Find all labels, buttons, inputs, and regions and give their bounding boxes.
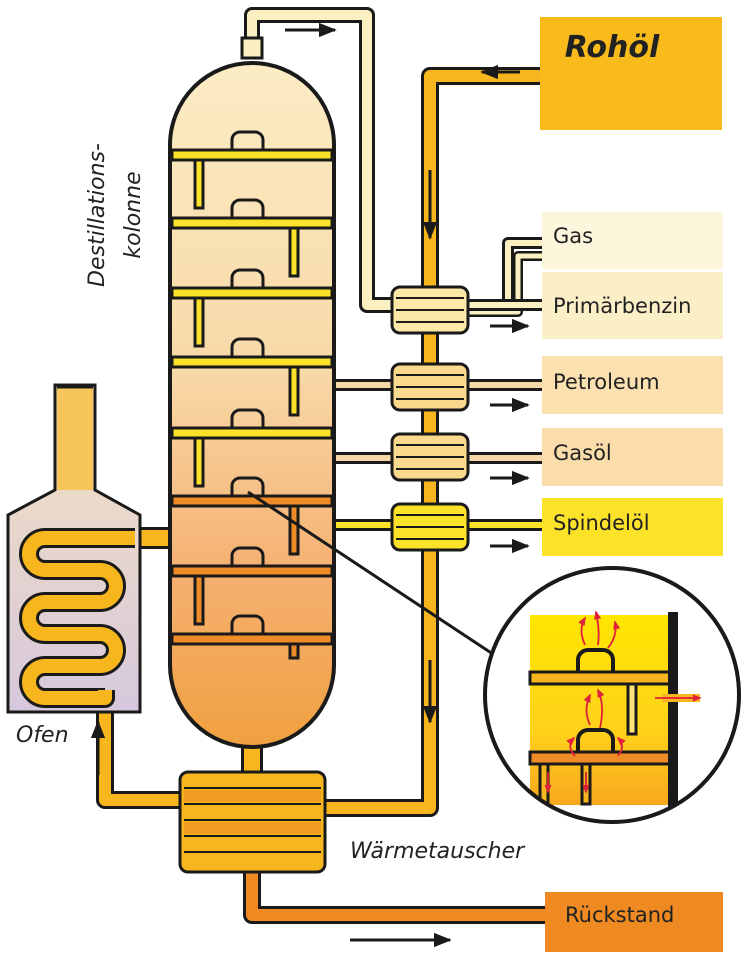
residue-box: Rückstand bbox=[545, 892, 723, 952]
product-boxes: Gas Primärbenzin Petroleum Gasöl Spindel… bbox=[542, 212, 723, 556]
heat-exchanger-label: Wärmetauscher bbox=[350, 839, 526, 864]
column-label: Destillations- kolonne bbox=[85, 143, 146, 287]
flow-arrows bbox=[90, 22, 530, 948]
downcomers bbox=[193, 158, 300, 660]
product-box-gasoel bbox=[542, 428, 723, 486]
detail-pointer bbox=[247, 490, 521, 674]
crude-oil-box: Rohöl bbox=[540, 17, 722, 130]
bubble-caps bbox=[230, 130, 265, 634]
product-label-gasoel: Gasöl bbox=[553, 441, 612, 465]
heat-exchangers bbox=[178, 285, 470, 874]
product-label-gas: Gas bbox=[553, 224, 593, 248]
column-label-line-2: kolonne bbox=[121, 171, 146, 258]
product-box-petroleum bbox=[542, 356, 723, 414]
product-box-gas bbox=[542, 212, 723, 269]
product-box-spindeloel bbox=[542, 498, 723, 556]
residue-pipe bbox=[243, 870, 545, 924]
product-label-primaerbenzin: Primärbenzin bbox=[553, 294, 691, 318]
product-label-spindeloel: Spindelöl bbox=[553, 511, 650, 535]
column-label-line-1: Destillations- bbox=[85, 143, 110, 287]
furnace bbox=[6, 383, 142, 714]
furnace-label: Ofen bbox=[16, 723, 69, 748]
residue-label: Rückstand bbox=[565, 903, 674, 927]
trays bbox=[170, 148, 334, 646]
crude-oil-label: Rohöl bbox=[565, 30, 660, 65]
product-box-primaerbenzin bbox=[542, 272, 723, 339]
product-label-petroleum: Petroleum bbox=[553, 370, 660, 394]
distillation-column bbox=[168, 36, 521, 749]
magnifier-detail-icon bbox=[483, 566, 741, 824]
